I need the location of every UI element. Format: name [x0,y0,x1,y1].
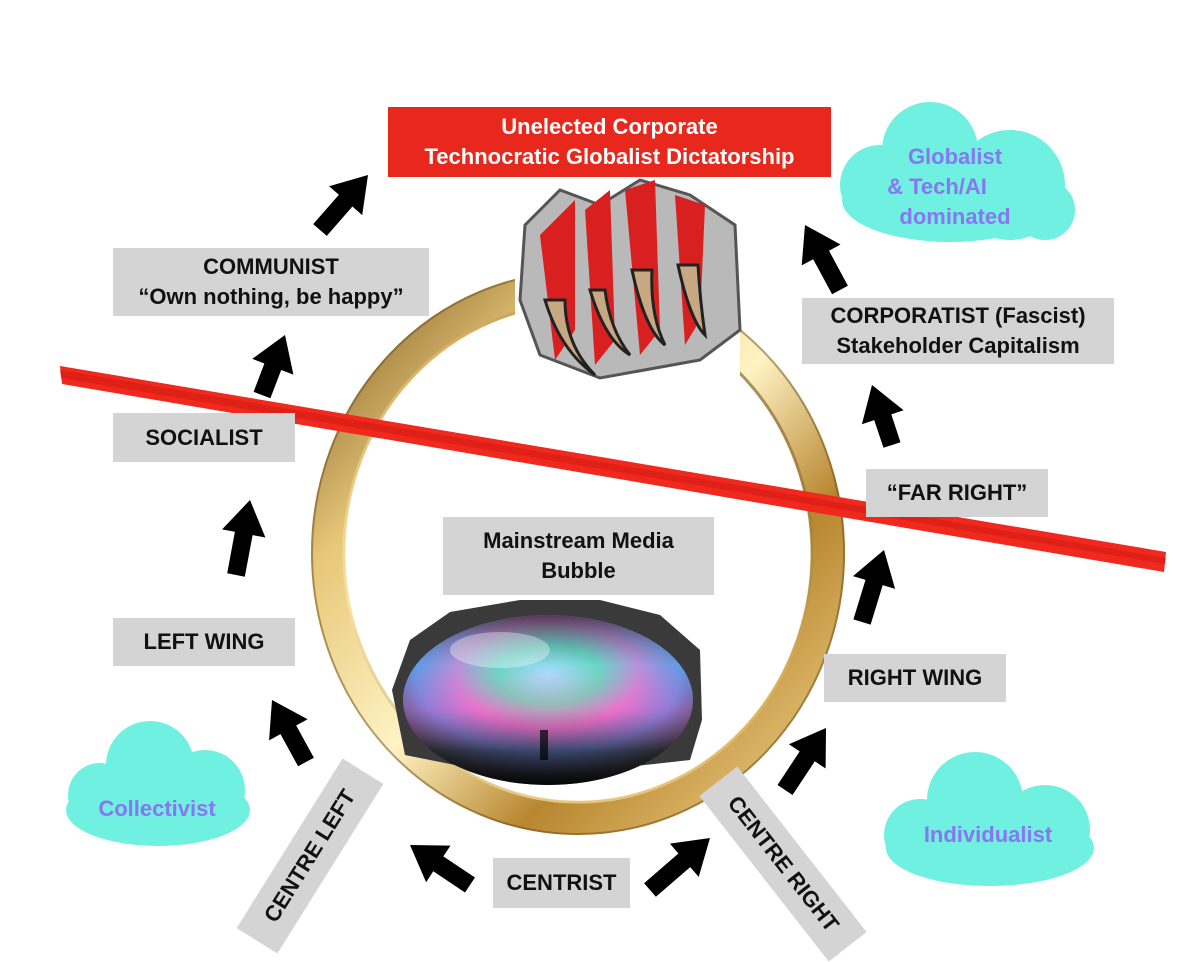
label-right-wing: RIGHT WING [824,654,1006,702]
cloud-individualist-text: Individualist [888,820,1088,850]
cloud-globalist [840,102,1075,242]
top-banner-line1: Unelected Corporate [501,114,718,139]
arrow-icon [861,385,904,448]
label-communist: COMMUNIST “Own nothing, be happy” [113,248,429,316]
top-banner: Unelected Corporate Technocratic Globali… [388,107,831,177]
bubble-image [392,600,702,785]
arrow-icon [252,335,294,399]
label-far-right: “FAR RIGHT” [866,469,1048,517]
media-line2: Bubble [541,558,616,583]
cloud-collectivist [66,721,250,846]
label-left-wing: LEFT WING [113,618,295,666]
corporatist-title: CORPORATIST (Fascist) [830,303,1086,328]
corporatist-subtitle: Stakeholder Capitalism [836,333,1080,358]
arrow-icon [801,225,848,295]
arrows [222,175,904,897]
arrow-icon [777,728,826,795]
collectivist-label: Collectivist [98,796,216,821]
globalist-line2: & Tech/AI [887,174,987,199]
cloud-collectivist-text: Collectivist [72,794,242,824]
globalist-line1: Globalist [907,144,1003,169]
top-banner-line2: Technocratic Globalist Dictatorship [424,144,795,169]
claw-icon [515,175,742,380]
individualist-label: Individualist [923,822,1053,847]
communist-title: COMMUNIST [203,254,339,279]
label-mainstream-media: Mainstream Media Bubble [443,517,714,595]
label-centrist: CENTRIST [493,858,630,908]
arrow-icon [269,700,314,767]
arrow-icon [853,550,896,625]
globalist-line3: dominated [899,204,1011,229]
cloud-individualist [884,752,1094,886]
arrow-icon [313,175,368,236]
arrow-icon [410,845,475,893]
label-socialist: SOCIALIST [113,413,295,462]
cloud-globalist-text: Globalist & Tech/AI dominated [865,142,1045,232]
label-corporatist: CORPORATIST (Fascist) Stakeholder Capita… [802,298,1114,364]
communist-subtitle: “Own nothing, be happy” [138,284,404,309]
arrow-icon [222,500,266,577]
arrow-icon [644,838,710,897]
media-line1: Mainstream Media [483,528,674,553]
